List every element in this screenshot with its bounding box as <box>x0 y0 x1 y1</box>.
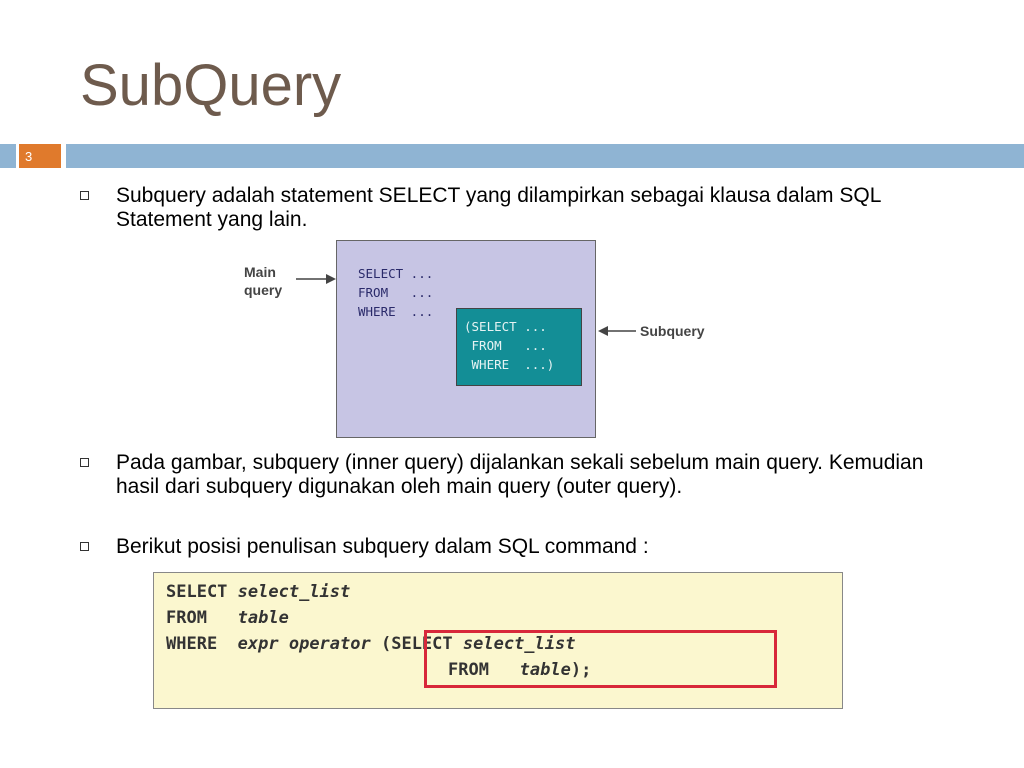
subquery-diagram: Main query SELECT ... FROM ... WHERE ... (… <box>230 240 730 440</box>
argument: select_list <box>462 634 576 654</box>
main-query-label: Main query <box>244 264 283 298</box>
inner-line-select: (SELECT ... <box>464 319 547 334</box>
argument: table <box>519 660 571 680</box>
inner-line-from: FROM ... <box>464 338 547 353</box>
bullet-text: Pada gambar, subquery (inner query) dija… <box>116 451 924 498</box>
outer-line-from: FROM ... <box>358 285 434 300</box>
slide-title: SubQuery <box>80 53 342 118</box>
outer-query-code: SELECT ... FROM ... WHERE ... <box>358 264 433 321</box>
keyword: (SELECT <box>380 634 453 654</box>
keyword: FROM <box>166 608 207 628</box>
syntax-line-sub-from: FROM table); <box>448 660 591 680</box>
outer-line-select: SELECT ... <box>358 266 434 281</box>
syntax-line-from: FROM table <box>166 608 289 628</box>
square-bullet-icon <box>80 458 89 467</box>
syntax-code-box: SELECT select_list FROM table WHERE expr… <box>153 572 843 709</box>
arrow-right-icon <box>296 274 336 284</box>
page-number-badge: 3 <box>19 144 61 168</box>
header-bar-left <box>0 144 16 168</box>
bullet-text: Subquery adalah statement SELECT yang di… <box>116 184 881 231</box>
square-bullet-icon <box>80 191 89 200</box>
keyword: WHERE <box>166 634 218 654</box>
subquery-highlight-box <box>424 630 777 688</box>
header-bar-right <box>66 144 1024 168</box>
bullet-text: Berikut posisi penulisan subquery dalam … <box>116 535 649 558</box>
syntax-line-select: SELECT select_list <box>166 582 350 602</box>
keyword: FROM <box>448 660 489 680</box>
terminator: ); <box>570 660 592 680</box>
argument: table <box>237 608 289 628</box>
argument: select_list <box>237 582 351 602</box>
syntax-line-where: WHERE expr operator (SELECT select_list <box>166 634 575 654</box>
inner-line-where: WHERE ...) <box>464 357 555 372</box>
keyword: SELECT <box>166 582 228 602</box>
subquery-box <box>456 308 582 386</box>
inner-query-code: (SELECT ... FROM ... WHERE ...) <box>464 317 554 374</box>
arrow-left-icon <box>598 326 636 336</box>
subquery-label: Subquery <box>640 323 705 339</box>
argument: expr operator <box>237 634 371 654</box>
outer-line-where: WHERE ... <box>358 304 434 319</box>
square-bullet-icon <box>80 542 89 551</box>
